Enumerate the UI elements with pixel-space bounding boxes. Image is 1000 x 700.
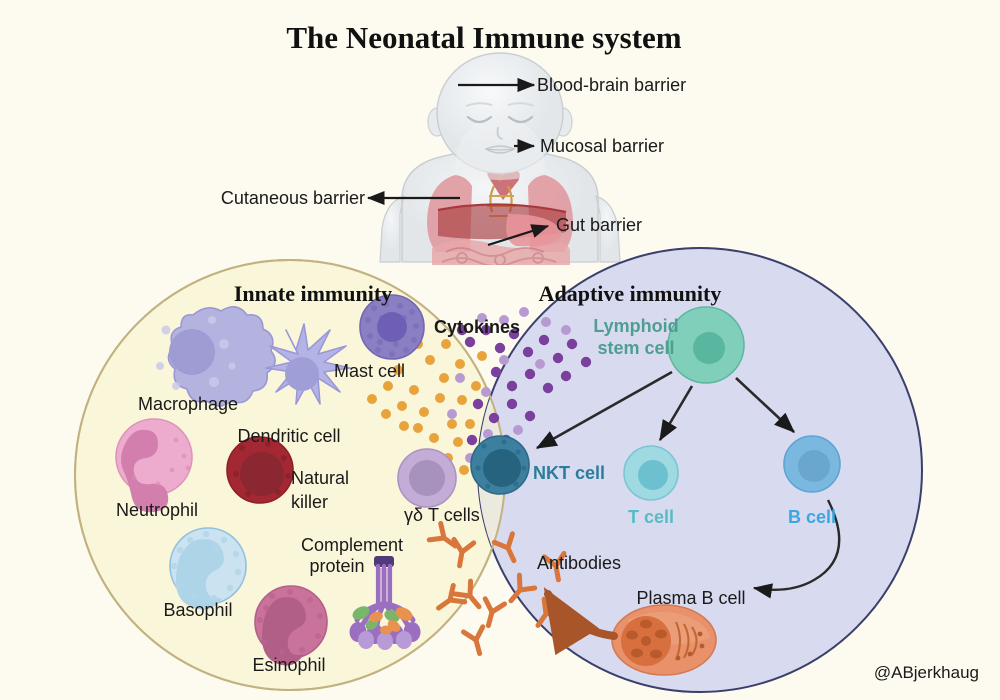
- cell-gd-t: [397, 448, 457, 508]
- cell-lymphoid-stem: [667, 306, 745, 384]
- label-nkt-cell: NKT cell: [533, 463, 605, 483]
- label-mast-cell: Mast cell: [334, 361, 405, 381]
- label-t-cell: T cell: [628, 507, 674, 527]
- lineage-arrows: [535, 370, 795, 450]
- label-neutrophil: Neutrophil: [116, 500, 198, 520]
- label-complement-2: protein: [309, 556, 364, 576]
- cell-basophil: [169, 527, 247, 610]
- adaptive-immunity-title: Adaptive immunity: [539, 281, 722, 306]
- label-antibodies: Antibodies: [537, 553, 621, 573]
- innate-immunity-title: Innate immunity: [234, 281, 392, 306]
- label-cutaneous-barrier: Cutaneous barrier: [221, 188, 365, 208]
- cell-macrophage: [156, 306, 276, 407]
- cell-t: [623, 445, 679, 501]
- page-title: The Neonatal Immune system: [286, 20, 681, 55]
- label-natural-killer-2: killer: [291, 492, 328, 512]
- barrier-arrows: [366, 77, 550, 247]
- label-basophil: Basophil: [163, 600, 232, 620]
- cell-mast: [359, 294, 425, 360]
- label-blood-brain-barrier: Blood-brain barrier: [537, 75, 686, 95]
- cell-neutrophil: [115, 418, 193, 513]
- label-plasma-b-cell: Plasma B cell: [636, 588, 745, 608]
- cell-nkt: [470, 435, 530, 495]
- label-esinophil: Esinophil: [252, 655, 325, 675]
- label-gut-barrier: Gut barrier: [556, 215, 642, 235]
- label-mucosal-barrier: Mucosal barrier: [540, 136, 664, 156]
- label-macrophage: Macrophage: [138, 394, 238, 414]
- complement-protein: [349, 556, 421, 650]
- label-cytokines: Cytokines: [434, 317, 520, 337]
- signature: @ABjerkhaug: [874, 663, 979, 682]
- label-gd-t-cells: γδ T cells: [404, 505, 480, 525]
- cell-dendritic: [265, 323, 351, 405]
- label-lymphoid-1: Lymphoid: [593, 316, 678, 336]
- label-b-cell: B cell: [788, 507, 836, 527]
- cell-b: [783, 435, 841, 493]
- label-natural-killer-1: Natural: [291, 468, 349, 488]
- label-complement-1: Complement: [301, 535, 403, 555]
- label-dendritic-cell: Dendritic cell: [237, 426, 340, 446]
- cell-natural-killer: [226, 436, 294, 504]
- cell-esinophil: [254, 585, 328, 666]
- bcell-to-plasma-arrow: [752, 499, 841, 599]
- cell-plasma-b: [611, 604, 717, 676]
- plasma-secretion-arrow: [543, 587, 618, 656]
- label-lymphoid-2: stem cell: [597, 338, 674, 358]
